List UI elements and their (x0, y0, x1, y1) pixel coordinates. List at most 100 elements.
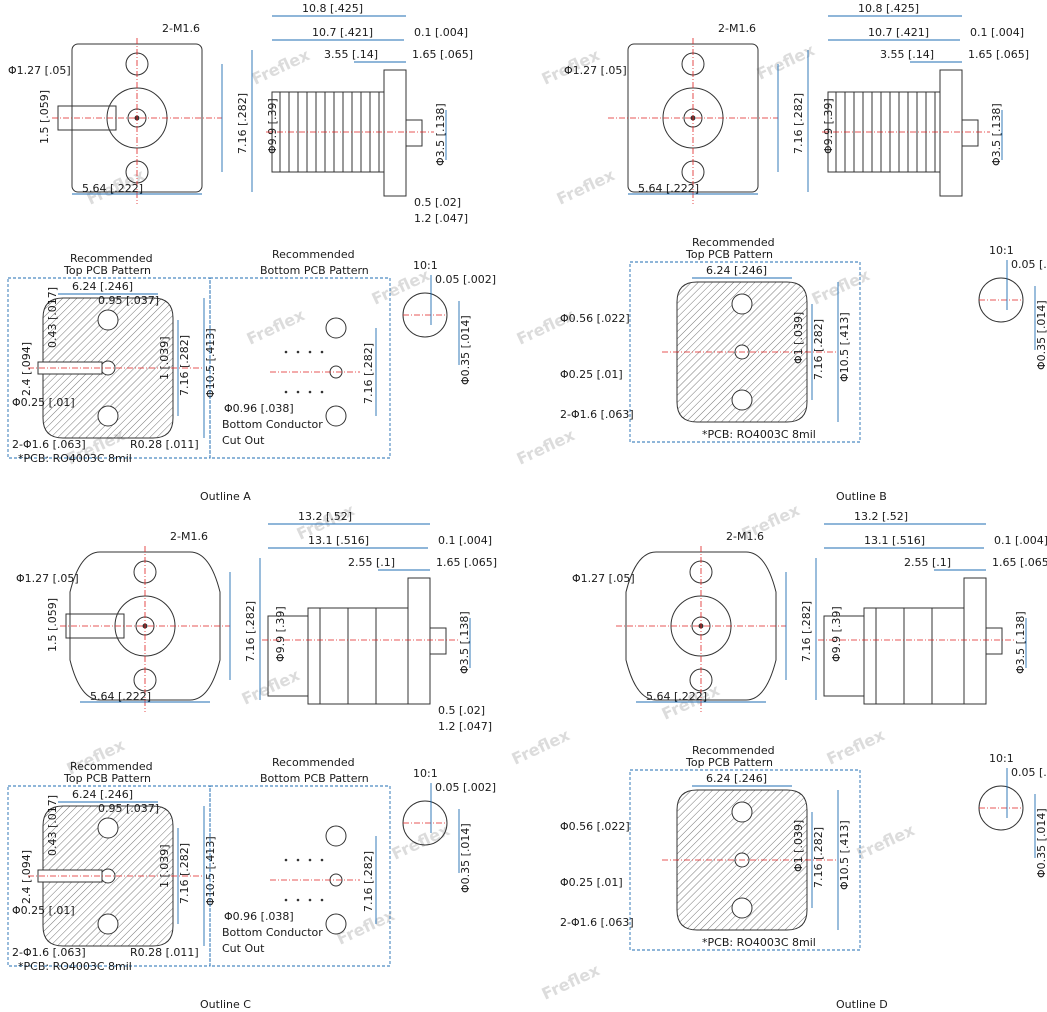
dimension-label: 6.24 [.246] (72, 280, 133, 293)
dimension-label: *PCB: RO4003C 8mil (18, 452, 132, 465)
dimension-label: 6.24 [.246] (706, 772, 767, 785)
pcb-title: Bottom PCB Pattern (260, 772, 369, 785)
outline-c: 2-M1.6Φ1.27 [.05]1.5 [.059]7.16 [.282]Φ9… (7, 510, 497, 1011)
pcb-title: Top PCB Pattern (685, 756, 773, 769)
detail-view: 10:10.05 [.002]Φ0.35 [.014] (978, 244, 1047, 370)
front-view: 2-M1.6Φ1.27 [.05]1.5 [.059]7.16 [.282]Φ9… (16, 530, 287, 712)
dimension-label: 10.7 [.421] (312, 26, 373, 39)
dimension-label: 10.8 [.425] (302, 2, 363, 15)
dimension-label: 0.05 [.002] (1011, 766, 1047, 779)
dimension-label: Φ3.5 [.138] (434, 103, 447, 166)
dimension-label: Φ0.25 [.01] (560, 368, 623, 381)
pcb-mount-hole (731, 897, 753, 919)
dimension-label: 2-M1.6 (170, 530, 208, 543)
dimension-label: 7.16 [.282] (362, 851, 375, 912)
dimension-label: 2-Φ1.6 [.063] (12, 946, 86, 959)
detail-view: 10:10.05 [.002]Φ0.35 [.014] (402, 767, 496, 893)
dimension-label: Φ0.96 [.038] (224, 402, 294, 415)
via (296, 390, 300, 394)
dimension-label: 0.05 [.002] (435, 273, 496, 286)
outline-caption: Outline B (836, 490, 887, 503)
via (284, 858, 288, 862)
dimension-label: *PCB: RO4003C 8mil (18, 960, 132, 973)
dimension-label: 2.4 [.094] (20, 850, 33, 904)
dimension-label: Φ0.25 [.01] (560, 876, 623, 889)
pcb-mount-hole (97, 817, 119, 839)
outline-d: 2-M1.6Φ1.27 [.05]7.16 [.282]Φ9.9 [.39]5.… (560, 510, 1047, 1011)
flange-profile (963, 577, 987, 705)
dimension-label: 0.05 [.002] (435, 781, 496, 794)
pcb-title: Recommended (70, 252, 153, 265)
dimension-label: 1.2 [.047] (414, 212, 468, 225)
dimension-label: Φ0.35 [.014] (459, 315, 472, 385)
dimension-label: 0.95 [.037] (98, 802, 159, 815)
dimension-label: 7.16 [.282] (236, 93, 249, 154)
dimension-label: 5.64 [.222] (646, 690, 707, 703)
dimension-label: Φ10.5 [.413] (204, 328, 217, 398)
watermark-text: Freflex (754, 40, 819, 84)
dimension-label: 10.8 [.425] (858, 2, 919, 15)
dimension-label: 5.64 [.222] (90, 690, 151, 703)
pcb-title: Top PCB Pattern (63, 772, 151, 785)
via (308, 898, 312, 902)
dimension-label: Φ1.27 [.05] (572, 572, 635, 585)
dimension-label: Bottom Conductor (222, 926, 323, 939)
pcb-title: Top PCB Pattern (685, 248, 773, 261)
dimension-label: 1 [.039] (158, 336, 171, 380)
detail-view: 10:10.05 [.002]Φ0.35 [.014] (402, 259, 496, 385)
pcb-mount-hole (731, 801, 753, 823)
dimension-label: 1.65 [.065] (412, 48, 473, 61)
dimension-label: 2-M1.6 (718, 22, 756, 35)
dimension-label: Φ1 [.039] (792, 312, 805, 364)
dimension-label: 0.43 [.017] (46, 287, 59, 348)
pcb-mount-hole (731, 293, 753, 315)
outline-caption: Outline C (200, 998, 251, 1011)
dimension-label: 2.55 [.1] (348, 556, 395, 569)
pcb-mount-hole (97, 309, 119, 331)
pcb-frame (209, 785, 391, 967)
pcb-title: Recommended (692, 236, 775, 249)
dimension-label: 13.1 [.516] (864, 534, 925, 547)
pcb-frame (629, 261, 861, 443)
via (284, 898, 288, 902)
dimension-label: R0.28 [.011] (130, 946, 199, 959)
bottom-hole (325, 825, 347, 847)
flange-outline (625, 551, 777, 701)
dimension-label: 13.2 [.52] (854, 510, 908, 523)
dimension-label: Φ1 [.039] (792, 820, 805, 872)
dimension-label: 3.55 [.14] (324, 48, 378, 61)
flange-profile (939, 69, 963, 197)
dimension-label: 7.16 [.282] (244, 601, 257, 662)
dimension-label: 0.05 [.002] (1011, 258, 1047, 271)
dimension-label: 0.1 [.004] (438, 534, 492, 547)
flange-outline (69, 551, 221, 701)
front-view: 2-M1.6Φ1.27 [.05]7.16 [.282]Φ9.9 [.39]5.… (572, 530, 843, 712)
via (320, 858, 324, 862)
dimension-label: Φ10.5 [.413] (204, 836, 217, 906)
dimension-label: 6.24 [.246] (706, 264, 767, 277)
dimension-label: Φ10.5 [.413] (838, 312, 851, 382)
watermark-text: Freflex (239, 665, 304, 709)
dimension-label: 0.1 [.004] (414, 26, 468, 39)
hex-nut (307, 607, 409, 705)
dimension-label: 0.1 [.004] (994, 534, 1047, 547)
dimension-label: *PCB: RO4003C 8mil (702, 428, 816, 441)
watermark-text: Freflex (509, 725, 574, 769)
dimension-label: 13.1 [.516] (308, 534, 369, 547)
dimension-label: 2.55 [.1] (904, 556, 951, 569)
via (296, 858, 300, 862)
via (320, 390, 324, 394)
dimension-label: Φ0.25 [.01] (12, 904, 75, 917)
watermark-text: Freflex (539, 960, 604, 1004)
watermark-text: Freflex (554, 165, 619, 209)
outline-caption: Outline A (200, 490, 251, 503)
dimension-label: 7.16 [.282] (800, 601, 813, 662)
hex-nut (863, 607, 965, 705)
dimension-label: 1.2 [.047] (438, 720, 492, 733)
dimension-label: Bottom Conductor (222, 418, 323, 431)
dimension-label: 2-Φ1.6 [.063] (560, 408, 634, 421)
pcb-frame (629, 769, 861, 951)
